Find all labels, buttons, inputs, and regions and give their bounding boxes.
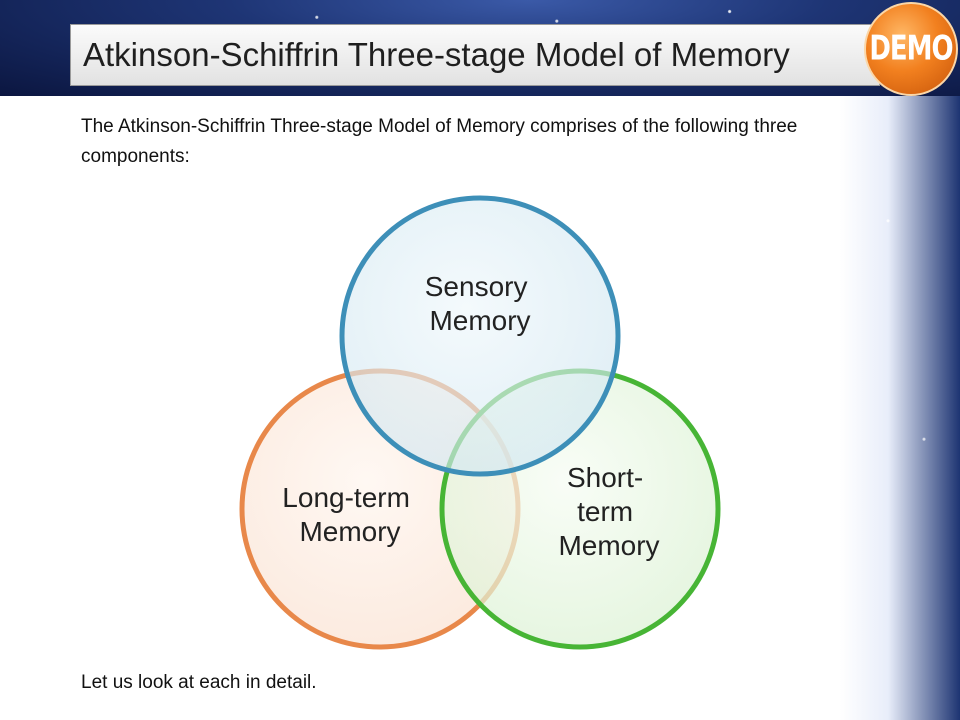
title-bar: Atkinson-Schiffrin Three-stage Model of … — [70, 24, 880, 86]
demo-badge-label: DEMO — [869, 29, 953, 69]
footer-paragraph: Let us look at each in detail. — [81, 672, 317, 693]
sensory-memory-label: Sensory Memory — [425, 271, 536, 336]
demo-badge-icon: DEMO — [864, 2, 958, 96]
slide-title: Atkinson-Schiffrin Three-stage Model of … — [83, 36, 790, 73]
long-term-memory-label: Long-term Memory — [282, 482, 417, 547]
side-background — [840, 96, 960, 720]
sensory-memory-circle — [339, 195, 621, 477]
short-term-memory-label: Short- term Memory — [558, 462, 659, 561]
intro-paragraph: The Atkinson-Schiffrin Three-stage Model… — [81, 116, 798, 167]
